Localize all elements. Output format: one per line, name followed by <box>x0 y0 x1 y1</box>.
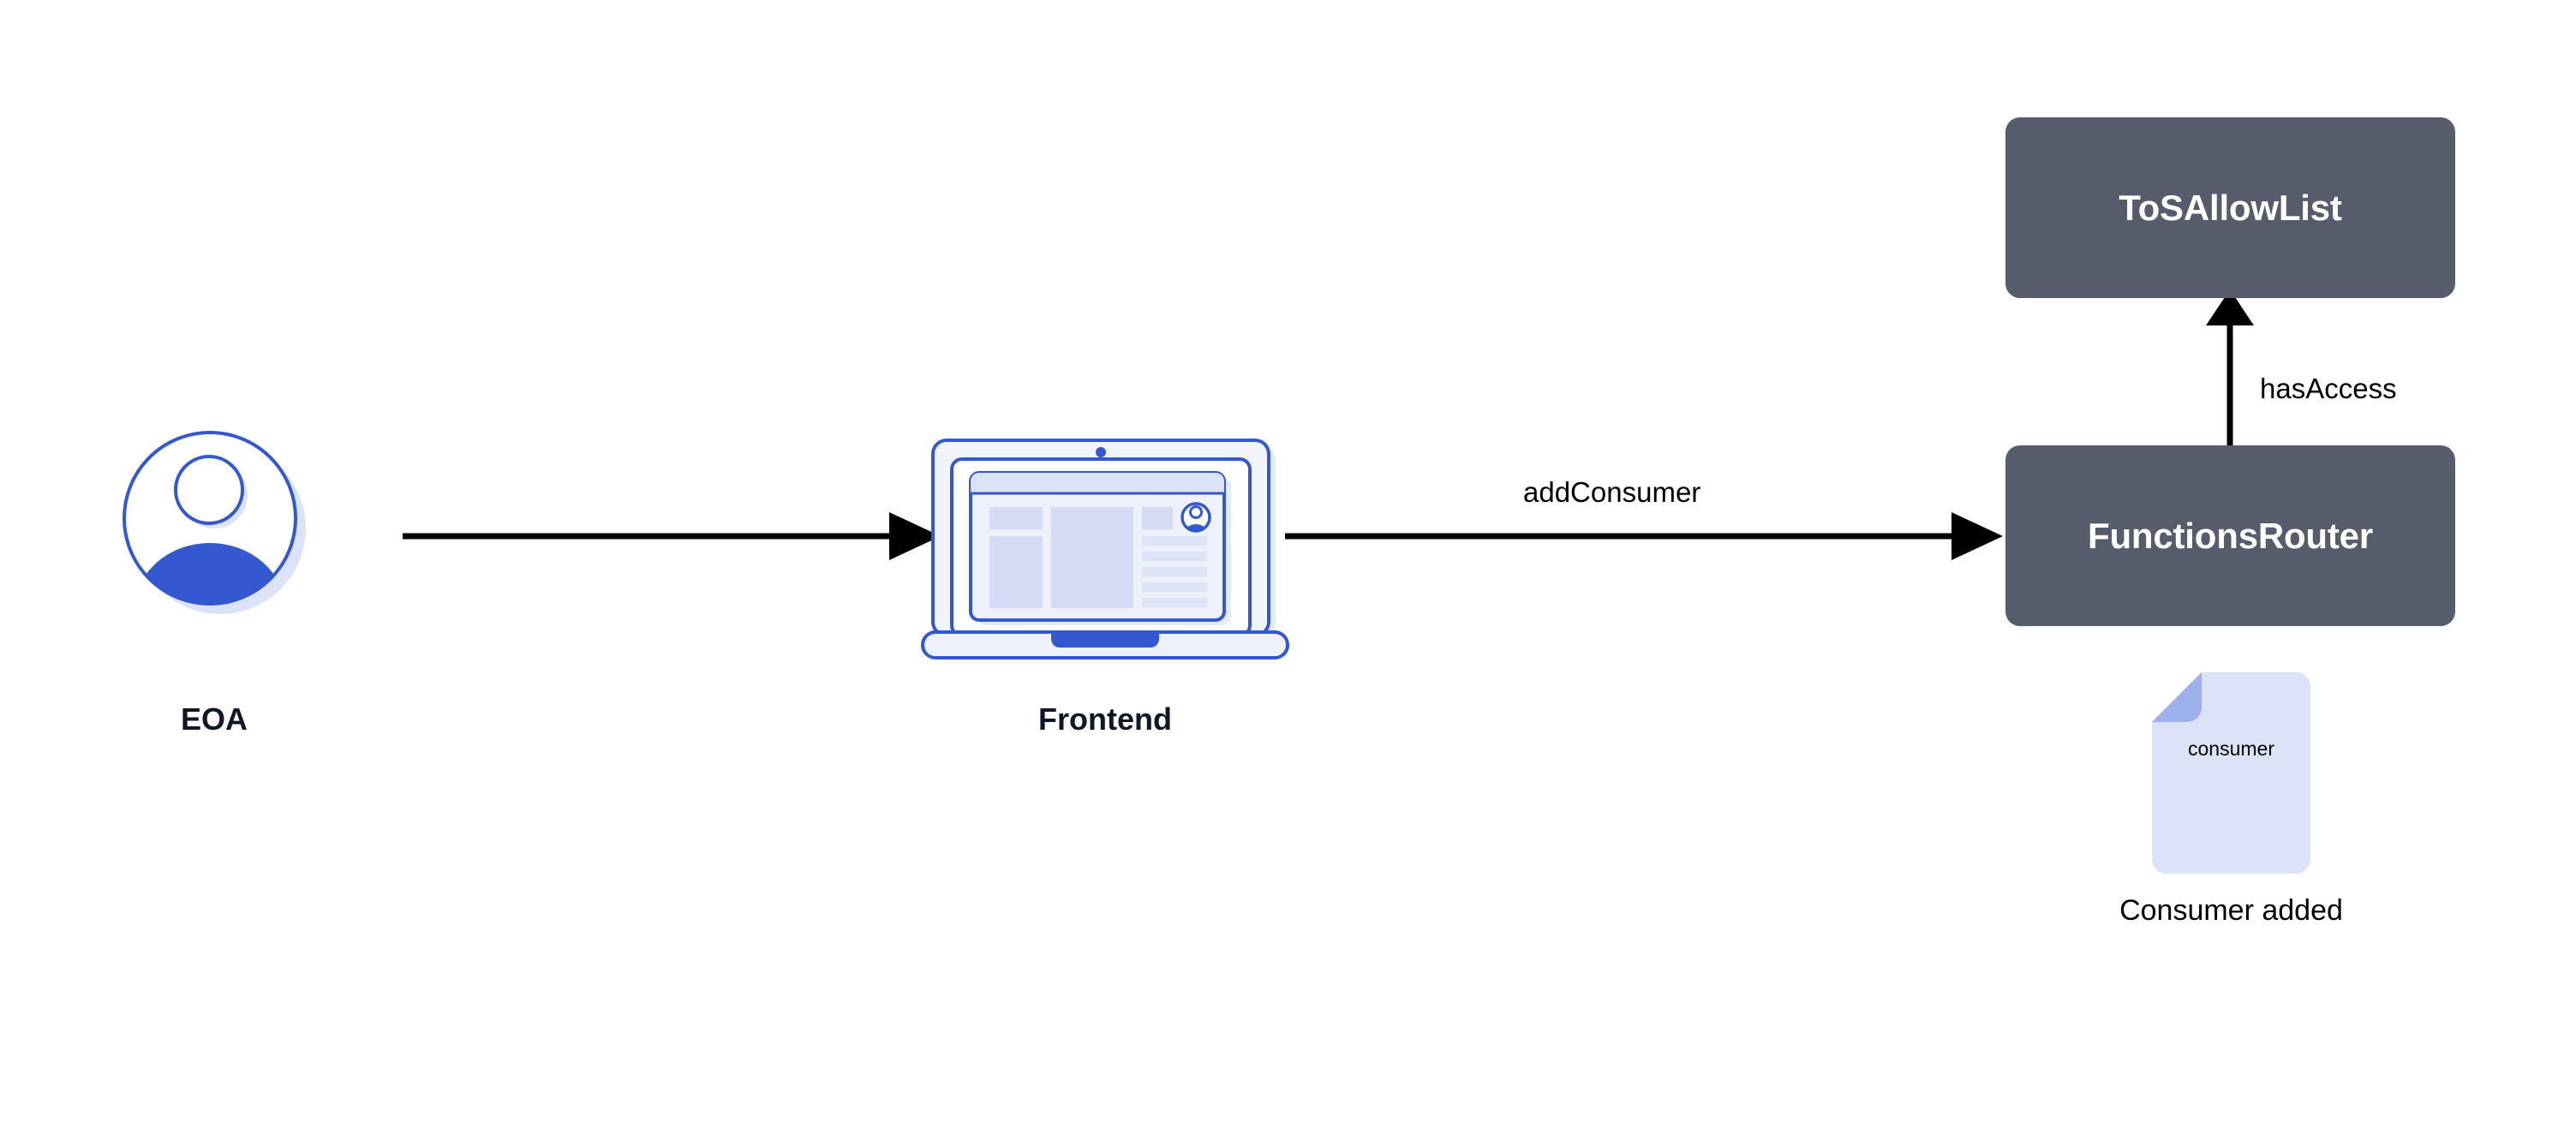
node-functions-router[interactable]: FunctionsRouter <box>2005 445 2455 626</box>
node-tos-allow-list-label: ToSAllowList <box>2119 187 2342 228</box>
node-consumer-document-caption: Consumer added <box>2119 894 2343 927</box>
arrow-router-to-tos <box>2206 289 2254 445</box>
node-functions-router-label: FunctionsRouter <box>2088 515 2373 556</box>
edge-label-add-consumer: addConsumer <box>1523 476 1701 508</box>
user-avatar-icon <box>123 431 306 614</box>
arrow-frontend-to-router <box>1285 512 2003 560</box>
node-tos-allow-list[interactable]: ToSAllowList <box>2005 117 2455 298</box>
arrow-eoa-to-frontend <box>403 512 941 560</box>
document-icon <box>2152 672 2310 874</box>
node-eoa[interactable] <box>120 428 308 617</box>
node-eoa-label: EOA <box>180 701 248 737</box>
node-consumer-document[interactable]: consumer <box>2152 672 2310 874</box>
screen-avatar-icon <box>1180 502 1211 533</box>
node-frontend-label: Frontend <box>1038 701 1172 737</box>
laptop-icon <box>921 439 1289 660</box>
node-frontend[interactable] <box>921 435 1289 675</box>
edge-label-has-access: hasAccess <box>2260 373 2397 404</box>
document-inner-label: consumer <box>2188 737 2274 760</box>
